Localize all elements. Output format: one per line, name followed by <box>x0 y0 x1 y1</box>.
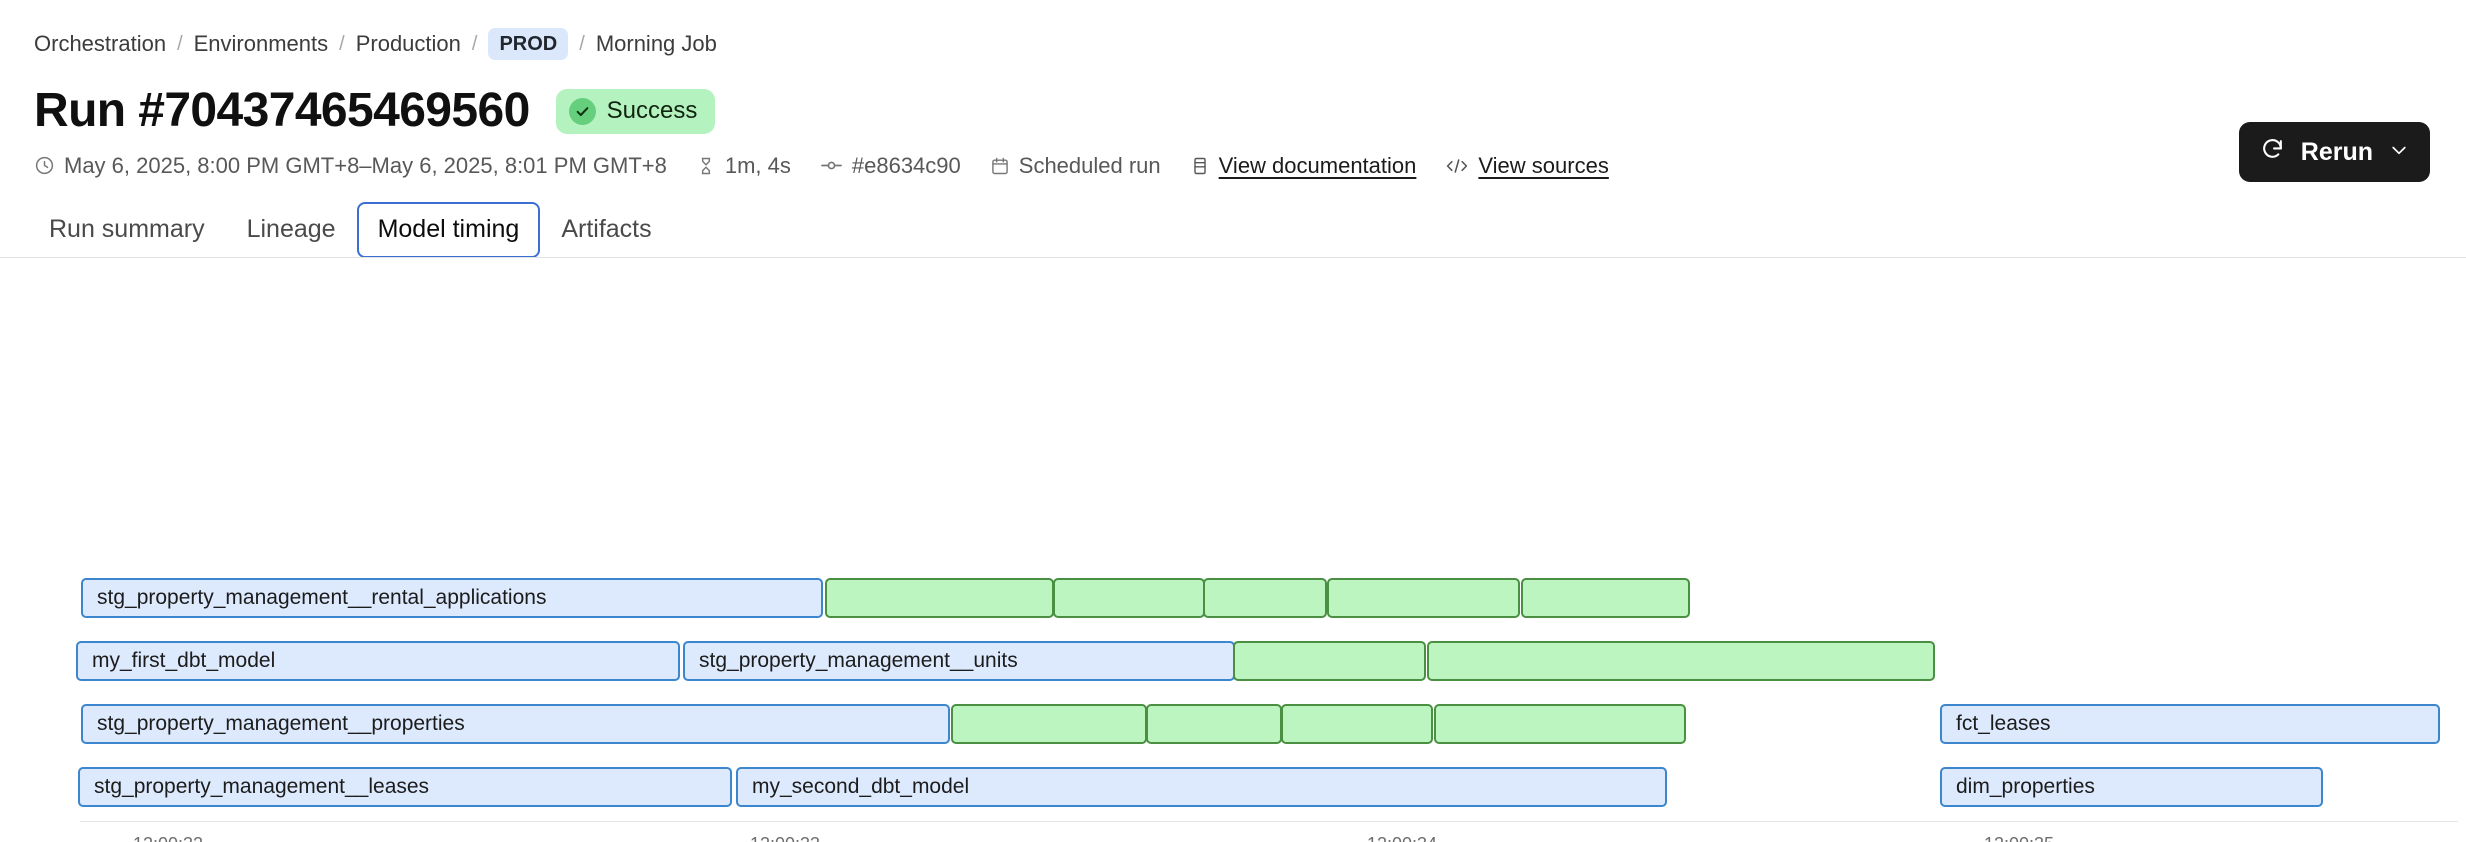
clock-icon <box>34 155 55 176</box>
meta-item-label[interactable]: View documentation <box>1218 152 1417 178</box>
model-timing-detail-chart: stg_property_management__rental_applicat… <box>0 577 2466 842</box>
meta-item-commit: #e8634c90 <box>820 154 961 177</box>
breadcrumb-item-production[interactable]: Production <box>355 31 461 56</box>
tab-bar: Run summary Lineage Model timing Artifacts <box>0 177 2466 258</box>
gantt-bar-label: my_first_dbt_model <box>92 649 276 673</box>
meta-item-book[interactable]: View documentation <box>1190 152 1417 178</box>
status-badge: Success <box>555 88 716 134</box>
time-axis-tick: 12:00:35 <box>1984 835 2054 842</box>
gantt-bar-stg_property_management__units[interactable]: stg_property_management__units <box>683 640 1235 681</box>
gantt-row: stg_property_management__leases my_second… <box>0 766 2466 807</box>
gantt-bar-label: stg_property_management__rental_applicat… <box>97 586 547 610</box>
rerun-button[interactable]: Rerun <box>2238 122 2430 182</box>
gantt-bar[interactable] <box>1233 640 1426 681</box>
breadcrumb-item-prod[interactable]: PROD <box>488 28 569 60</box>
tab-model-timing[interactable]: Model timing <box>356 202 541 258</box>
gantt-bar-fct_leases[interactable]: fct_leases <box>1940 703 2440 744</box>
gantt-bar[interactable] <box>825 577 1054 618</box>
breadcrumb: Orchestration / Environments / Production / PR… <box>0 0 2466 60</box>
tab-lineage[interactable]: Lineage <box>246 215 336 244</box>
breadcrumb-separator: / <box>471 33 478 55</box>
calendar-icon <box>990 156 1010 176</box>
rerun-button-label: Rerun <box>2300 137 2373 166</box>
check-circle-icon <box>568 97 596 125</box>
run-meta-row: May 6, 2025, 8:00 PM GMT+8–May 6, 2025, … <box>0 136 2466 177</box>
gantt-row: my_first_dbt_model stg_property_managemen… <box>0 640 2466 681</box>
gantt-row: stg_property_management__rental_applicat… <box>0 577 2466 618</box>
title-row: Run #70437465469560 Success <box>0 60 2466 136</box>
breadcrumb-item-environments[interactable]: Environments <box>193 31 329 56</box>
tab-bar-rule <box>0 256 2466 258</box>
meta-item-label: #e8634c90 <box>851 152 961 178</box>
time-axis-line <box>80 820 2458 822</box>
gantt-bar[interactable] <box>1203 577 1327 618</box>
time-axis-tick: 12:00:34 <box>1367 835 1437 842</box>
chevron-down-icon[interactable] <box>2389 140 2409 165</box>
gantt-bar[interactable] <box>951 703 1147 744</box>
tab-artifacts[interactable]: Artifacts <box>561 215 652 244</box>
code-icon <box>1445 155 1469 177</box>
gantt-bar-stg_property_management__properties[interactable]: stg_property_management__properties <box>81 703 950 744</box>
meta-item-label: 1m, 4s <box>724 152 791 178</box>
meta-item-code[interactable]: View sources <box>1445 152 1609 178</box>
gantt-bar-label: dim_properties <box>1956 775 2095 799</box>
gantt-bar[interactable] <box>1327 577 1520 618</box>
gantt-bar[interactable] <box>1427 640 1935 681</box>
tab-run-summary[interactable]: Run summary <box>49 215 205 244</box>
gantt-bar-label: stg_property_management__leases <box>94 775 430 799</box>
hourglass-icon <box>696 156 716 176</box>
gantt-bar-stg_property_management__rental_applications[interactable]: stg_property_management__rental_applicat… <box>81 577 823 618</box>
gantt-bar[interactable] <box>1053 577 1205 618</box>
gantt-bar[interactable] <box>1434 703 1686 744</box>
gantt-bar-label: fct_leases <box>1956 712 2051 736</box>
gantt-row: stg_property_management__properties fct_l… <box>0 703 2466 744</box>
breadcrumb-separator: / <box>579 33 585 55</box>
meta-item-label: Scheduled run <box>1018 152 1161 178</box>
book-icon <box>1190 156 1210 176</box>
gantt-bar-label: my_second_dbt_model <box>752 775 970 799</box>
breadcrumb-item-orchestration[interactable]: Orchestration <box>34 31 167 56</box>
meta-item-label: May 6, 2025, 8:00 PM GMT+8–May 6, 2025, … <box>64 152 667 178</box>
meta-item-clock: May 6, 2025, 8:00 PM GMT+8–May 6, 2025, … <box>34 152 667 178</box>
refresh-icon <box>2260 137 2285 167</box>
gantt-bar-label: stg_property_management__units <box>699 649 1018 673</box>
meta-item-hourglass: 1m, 4s <box>696 152 791 178</box>
page-title: Run #70437465469560 <box>34 84 530 137</box>
commit-icon <box>820 154 843 177</box>
gantt-bar-my_second_dbt_model[interactable]: my_second_dbt_model <box>736 766 1667 807</box>
meta-item-label[interactable]: View sources <box>1478 152 1609 178</box>
meta-item-calendar: Scheduled run <box>990 152 1161 178</box>
breadcrumb-separator: / <box>177 33 183 55</box>
gantt-bar[interactable] <box>1281 703 1433 744</box>
gantt-bar-dim_properties[interactable]: dim_properties <box>1940 766 2323 807</box>
time-axis-tick: 12:00:33 <box>750 835 820 842</box>
breadcrumb-separator: / <box>339 33 345 55</box>
gantt-bar-stg_property_management__leases[interactable]: stg_property_management__leases <box>78 766 732 807</box>
status-badge-label: Success <box>606 97 698 125</box>
gantt-bar-label: stg_property_management__properties <box>97 712 465 736</box>
time-axis-tick: 12:00:32 <box>133 835 203 842</box>
gantt-bar-my_first_dbt_model[interactable]: my_first_dbt_model <box>76 640 680 681</box>
breadcrumb-item-morning-job: Morning Job <box>595 31 717 56</box>
gantt-bar[interactable] <box>1146 703 1282 744</box>
gantt-bar[interactable] <box>1521 577 1690 618</box>
